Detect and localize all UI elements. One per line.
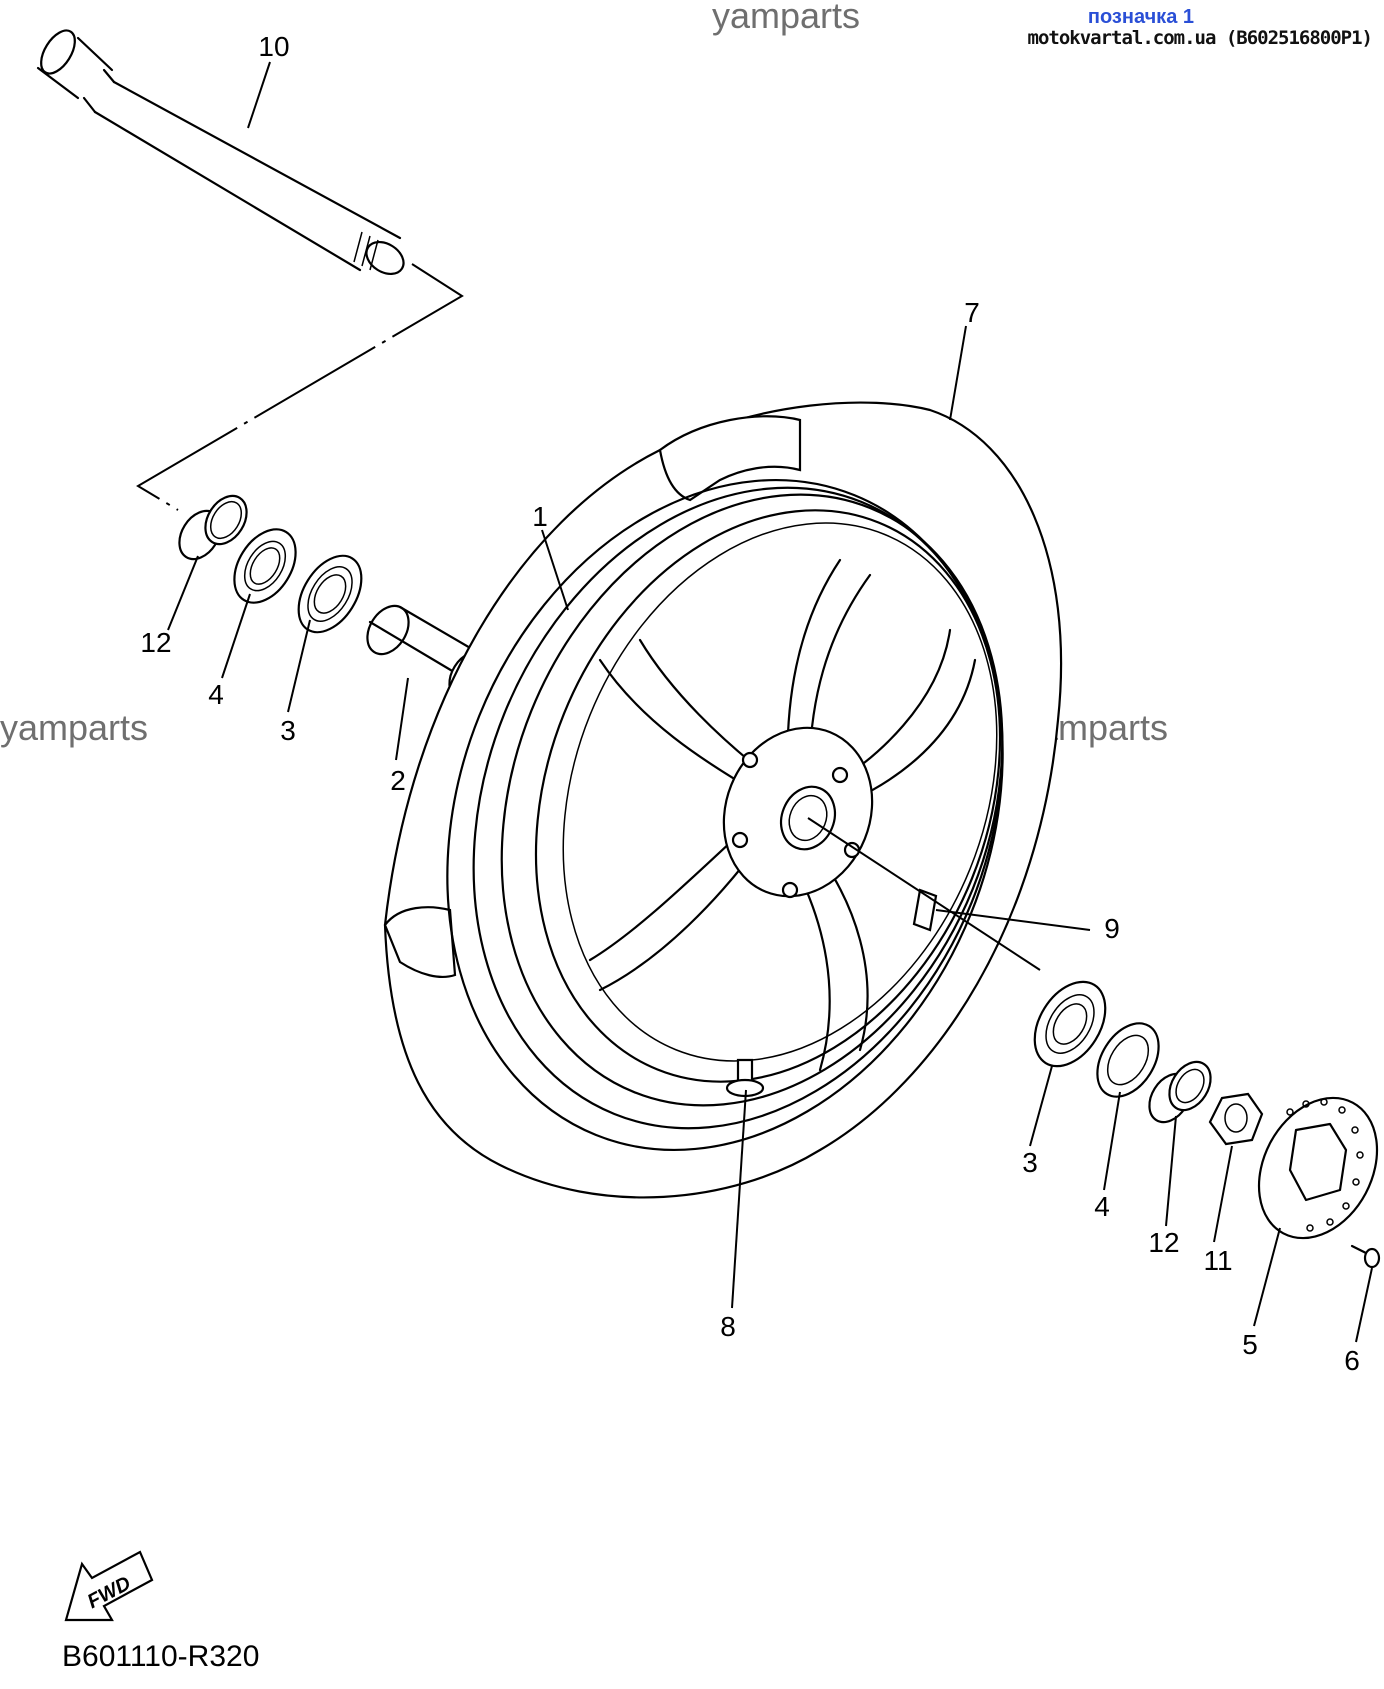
forward-arrow-icon: FWD [64,1550,154,1622]
valve-part-6 [725,1058,765,1098]
callout-7: 9 [1104,913,1120,944]
callout-11: 11 [1203,1245,1232,1276]
tire-part-5 [383,401,1063,1199]
callout-9: 6 [1344,1345,1360,1376]
nut-part-11 [1208,1092,1264,1146]
callout-5: 7 [964,297,980,328]
callout-12-right: 12 [1148,1227,1179,1258]
sensor-rotor-part-8 [1257,1096,1379,1240]
callout-2: 2 [390,765,406,796]
screw-part-9 [1350,1244,1381,1269]
callout-4-right: 4 [1094,1191,1110,1222]
callout-3-right: 3 [1022,1147,1038,1178]
callout-8: 5 [1242,1329,1258,1360]
leader-lines [167,61,1373,1343]
collar-part-12-left [178,494,248,561]
bearing-part-3-right [1033,980,1107,1068]
source-line: motokvartal.com.ua (B602516800P1) [1027,27,1373,49]
callout-4-left: 4 [208,679,224,710]
balance-weight-part-7 [912,888,938,932]
bearing-part-3-left [297,554,363,634]
diagram-code: B601110-R320 [62,1640,260,1673]
axle-part-10 [36,29,405,276]
oil-seal-part-4-left [233,528,297,604]
axle-centerline [136,263,464,511]
collar-part-12-right [1148,1060,1212,1124]
callout-6: 8 [720,1311,736,1342]
wheel-assembly [383,401,1063,1199]
callout-1: 1 [532,501,548,532]
watermark-top: yamparts [712,0,860,36]
hub-centerline [807,817,1041,971]
callout-10: 10 [258,31,289,62]
watermark-left: yamparts [0,707,148,748]
oil-seal-part-4-right [1096,1022,1160,1098]
callout-12-left: 12 [140,627,171,658]
tag-title: позначка 1 [1087,6,1194,28]
callout-3-left: 3 [280,715,296,746]
